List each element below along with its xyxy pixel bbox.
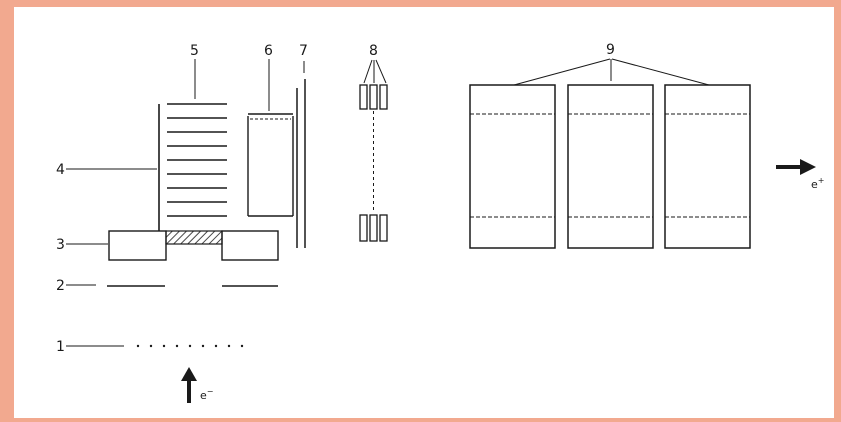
diagram-panel: 1 2 3 4 5 6 7 8 9 <box>14 7 834 418</box>
positron-source-diagram: 1 2 3 4 5 6 7 8 9 <box>56 42 824 403</box>
positron-arrow-icon <box>776 159 816 175</box>
label-2: 2 <box>56 278 65 294</box>
positron-label: e+ <box>811 176 824 191</box>
electron-label: e− <box>200 387 213 402</box>
blocks-9 <box>469 84 751 249</box>
label-5: 5 <box>190 43 199 59</box>
label-7: 7 <box>299 43 308 59</box>
label-8: 8 <box>369 43 378 59</box>
leader-8a <box>363 59 373 84</box>
label-6: 6 <box>264 43 273 59</box>
beam-dots <box>136 344 244 348</box>
electron-arrow-icon <box>181 367 197 403</box>
label-3: 3 <box>56 237 65 253</box>
label-4: 4 <box>56 162 65 178</box>
label-9: 9 <box>606 42 615 58</box>
leader-9a <box>513 58 611 86</box>
label-1: 1 <box>56 339 65 355</box>
leader-9c <box>611 58 710 86</box>
stack-5 <box>167 103 227 217</box>
block-6 <box>247 113 294 217</box>
rods-8 <box>359 84 388 242</box>
target-hatched <box>165 230 223 245</box>
leader-8c <box>375 59 387 84</box>
block-3-left <box>108 230 167 261</box>
block-3-right <box>221 230 279 261</box>
